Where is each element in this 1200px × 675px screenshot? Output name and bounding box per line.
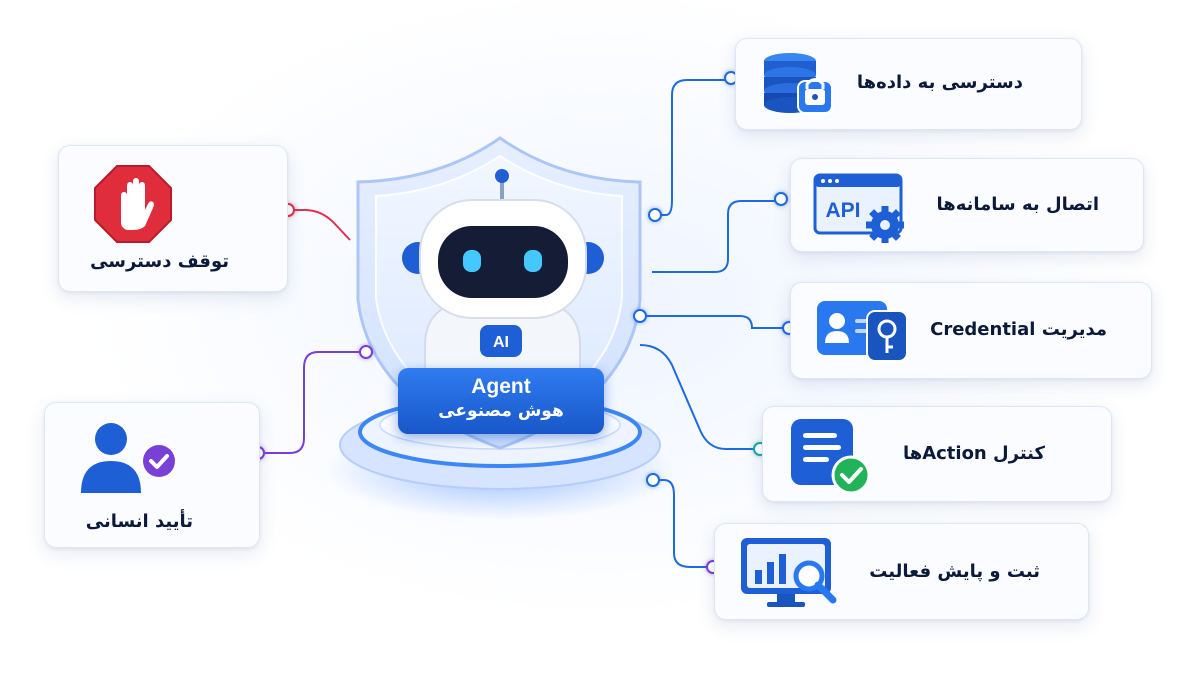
- connector-dot: [648, 208, 662, 222]
- card-logging: ثبت و پایش فعالیت: [714, 523, 1089, 620]
- ai-chip-label: AI: [493, 334, 509, 351]
- card-label: ثبت و پایش فعالیت: [869, 561, 1040, 582]
- robot-icon: [402, 169, 604, 373]
- card-label: مدیریت Credential: [930, 319, 1107, 340]
- api-gear-icon: API: [813, 173, 904, 243]
- card-label: اتصال به سامانه‌ها: [936, 194, 1099, 215]
- card-system-connect: API اتصال به سامانه‌ها: [790, 158, 1144, 252]
- user-check-icon: [81, 423, 175, 493]
- card-label: دسترسی به داده‌ها: [856, 72, 1023, 93]
- connector-data-access: [655, 79, 728, 216]
- connector-dot: [633, 309, 647, 323]
- card-human-approval: تأیید انسانی: [44, 402, 260, 548]
- card-action-control: کنترل Actionها: [762, 406, 1112, 502]
- connector-dot: [774, 192, 788, 206]
- database-lock-icon: [764, 53, 833, 114]
- connector-action-control: [639, 344, 756, 450]
- card-credential: مدیریت Credential: [790, 282, 1152, 379]
- card-data-access: دسترسی به داده‌ها: [735, 38, 1082, 130]
- card-stop-access: توقف دسترسی: [58, 145, 288, 292]
- agent-badge: Agent هوش مصنوعی: [398, 368, 604, 434]
- api-label: API: [825, 199, 860, 222]
- connector-system-connect: [652, 200, 778, 273]
- card-label: کنترل Actionها: [902, 443, 1045, 464]
- id-card-key-icon: [817, 301, 908, 362]
- document-check-icon: [791, 419, 871, 495]
- ai-chip: AI: [480, 325, 522, 357]
- agent-badge-subtitle: هوش مصنوعی: [438, 401, 564, 421]
- connector-dot: [646, 473, 660, 487]
- connector-logging: [652, 479, 711, 568]
- card-label: توقف دسترسی: [90, 251, 229, 272]
- connector-stop-access: [286, 209, 351, 241]
- agent-badge-title: Agent: [471, 375, 531, 398]
- connector-credential: [640, 315, 786, 329]
- monitor-chart-icon: [741, 538, 837, 607]
- connector-human-approval: [258, 351, 366, 454]
- stop-hand-icon: [94, 165, 172, 243]
- connector-dot: [359, 345, 373, 359]
- card-label: تأیید انسانی: [85, 511, 193, 532]
